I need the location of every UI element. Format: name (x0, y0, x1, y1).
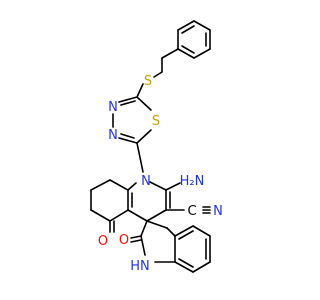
atom-amino: H₂N (180, 174, 205, 189)
bond (192, 261, 211, 273)
bond (136, 83, 144, 98)
bond (193, 48, 211, 59)
atom-O-lactam: O (119, 233, 129, 248)
bond (146, 209, 167, 222)
atom-NH-indole: HN (130, 259, 150, 274)
bond (153, 71, 163, 78)
atom-N-thiadiazole-2: N (108, 128, 118, 143)
bond (130, 239, 142, 243)
bond (127, 209, 148, 222)
bond (181, 45, 195, 54)
bond (130, 235, 142, 239)
bond (118, 96, 138, 103)
atom-C-nitrile: C (187, 204, 196, 219)
bond (118, 137, 138, 144)
bonds (90, 20, 211, 273)
atom-S-thiadiazole: S (152, 114, 160, 129)
bond (177, 20, 195, 31)
atom-N-nitrile: N (213, 204, 223, 219)
bond (120, 133, 135, 139)
bond (177, 48, 195, 59)
bond (136, 96, 152, 111)
bond (140, 220, 148, 237)
bond (127, 182, 137, 191)
bond (166, 227, 176, 237)
bond (109, 209, 129, 222)
bond (178, 258, 194, 268)
bond (146, 220, 168, 229)
bond (174, 261, 194, 273)
atom-O-ketone: O (98, 234, 108, 249)
bond (90, 209, 111, 222)
bond (192, 225, 211, 237)
bond (136, 142, 144, 173)
bond (140, 235, 146, 256)
bond (149, 181, 167, 191)
bond (90, 179, 111, 191)
bond (109, 179, 129, 191)
molecule-diagram: S N N S N H₂N C N O O HN (90, 20, 223, 274)
bond (181, 25, 195, 34)
bond (193, 20, 211, 31)
bond (136, 129, 152, 144)
atom-N-thiadiazole-1: N (108, 100, 118, 115)
bond (165, 182, 181, 191)
bond (174, 225, 194, 237)
atom-N-quinoline: N (141, 174, 151, 189)
atom-S-thioether: S (144, 74, 152, 89)
atom-labels: S N N S N H₂N C N O O HN (98, 74, 223, 274)
bond (161, 48, 179, 59)
bond (120, 100, 136, 106)
bond (178, 230, 194, 240)
